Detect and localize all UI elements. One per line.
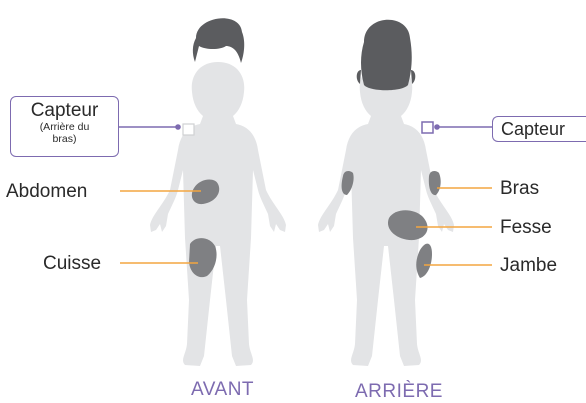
view-label-front: AVANT xyxy=(191,379,254,401)
back-body xyxy=(318,62,454,366)
view-label-back: ARRIÈRE xyxy=(355,381,443,403)
capteur-back-label: Capteur xyxy=(501,117,586,141)
front-figure xyxy=(150,18,286,366)
back-figure xyxy=(318,20,454,366)
front-hair xyxy=(193,18,244,63)
fesse-label: Fesse xyxy=(500,218,552,237)
back-hair xyxy=(361,20,412,91)
dot-capteur-back xyxy=(434,124,440,130)
capteur-front-label: Capteur xyxy=(11,101,118,121)
dot-capteur-front xyxy=(175,124,181,130)
front-body xyxy=(150,62,286,366)
back-sensor-marker xyxy=(422,122,433,133)
capteur-front-callout: Capteur (Arrière du bras) xyxy=(10,96,119,157)
abdomen-label: Abdomen xyxy=(6,182,87,201)
jambe-label: Jambe xyxy=(500,256,557,275)
capteur-back-callout: Capteur xyxy=(492,116,586,142)
leg-site xyxy=(416,244,432,278)
cuisse-label: Cuisse xyxy=(43,254,101,273)
bras-label: Bras xyxy=(500,179,539,198)
capteur-front-sub-2: bras) xyxy=(11,133,118,145)
capteur-front-sub-1: (Arrière du xyxy=(11,121,118,133)
front-sensor-marker xyxy=(183,124,194,135)
